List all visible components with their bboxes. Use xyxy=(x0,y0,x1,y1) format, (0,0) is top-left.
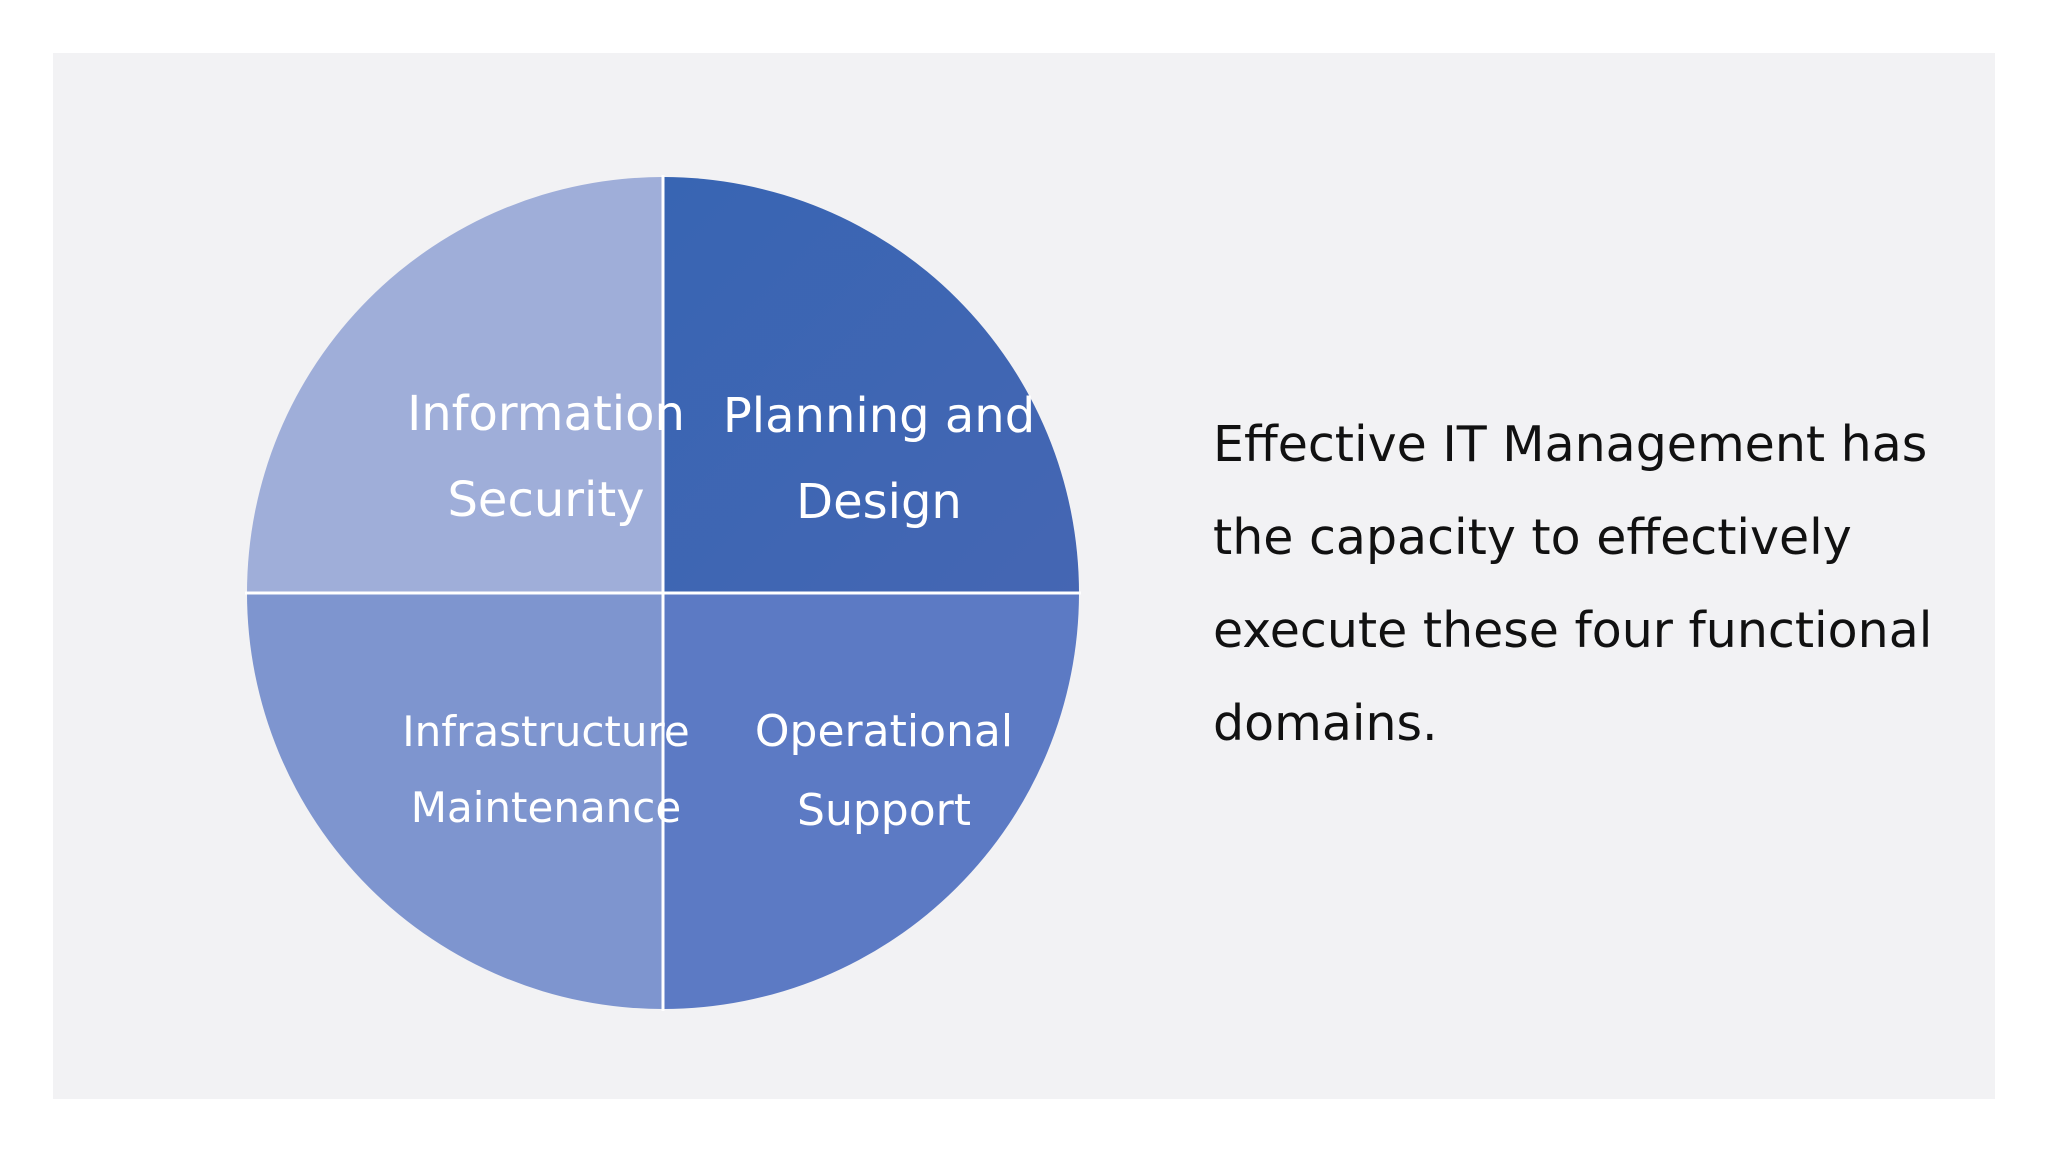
label-operational-support: Operational Support xyxy=(714,692,1054,850)
quadrant-operational-support xyxy=(663,593,1079,1009)
slide: Information Security Planning and Design… xyxy=(53,53,1995,1099)
label-line: Maintenance xyxy=(410,783,682,832)
label-information-security: Information Security xyxy=(376,371,716,543)
label-line: Design xyxy=(796,474,962,530)
label-infrastructure-maintenance: Infrastructure Maintenance xyxy=(376,694,716,846)
label-line: Infrastructure xyxy=(402,707,690,756)
label-line: Support xyxy=(797,785,971,836)
label-line: Planning and xyxy=(722,388,1036,444)
label-line: Operational xyxy=(754,706,1014,757)
label-line: Information xyxy=(407,386,685,442)
quadrant-information-security xyxy=(247,177,663,593)
quadrant-circle-diagram xyxy=(245,175,1081,1011)
quadrant-infrastructure-maintenance xyxy=(247,593,663,1009)
label-planning-design: Planning and Design xyxy=(709,373,1049,545)
label-line: Security xyxy=(447,472,645,528)
quadrant-planning-design xyxy=(663,177,1079,593)
description-text: Effective IT Management has the capacity… xyxy=(1213,416,1933,752)
